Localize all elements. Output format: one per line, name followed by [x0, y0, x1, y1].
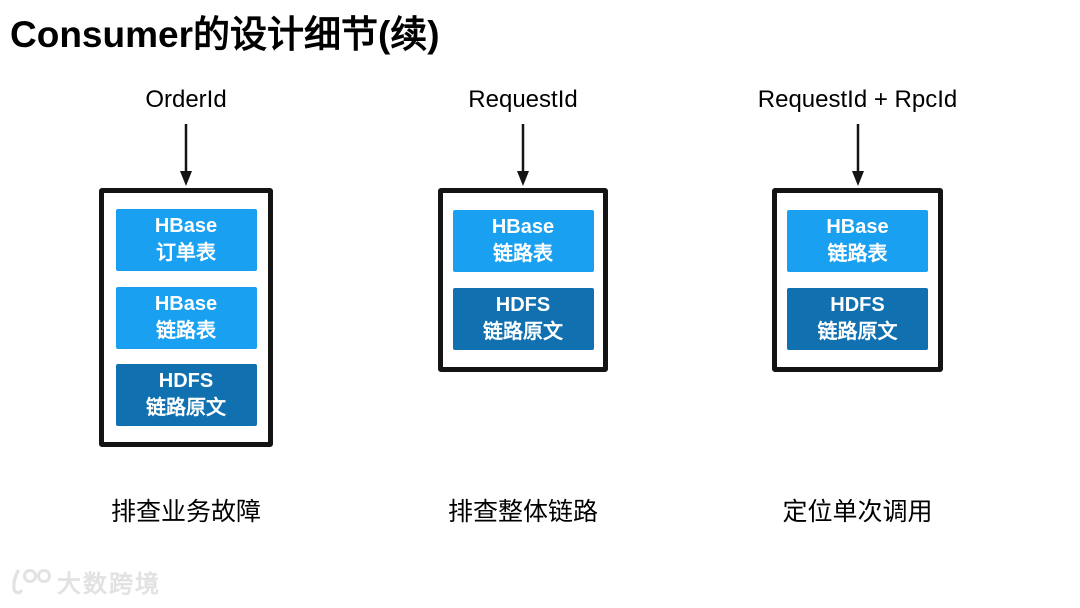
storage-box-line2: 链路表	[156, 319, 216, 342]
column-key-label: RequestId + RpcId	[757, 86, 958, 113]
storage-box-line1: HBase	[154, 214, 218, 237]
column-key-label: RequestId	[468, 86, 578, 113]
storage-box-line1: HBase	[826, 215, 889, 238]
storage-box-hdfs-raw: HDFS 链路原文	[115, 364, 257, 427]
column-caption: 排查整体链路	[447, 498, 598, 526]
storage-box-line2: 链路原文	[146, 397, 226, 420]
storage-box-hdfs-raw: HDFS 链路原文	[787, 288, 928, 351]
storage-box-line1: HBase	[154, 292, 218, 315]
storage-group-box: HBase 链路表 HDFS 链路原文	[438, 188, 608, 372]
page-title: Consumer的设计细节(续)	[10, 14, 440, 55]
watermark: 大数跨境	[8, 564, 161, 599]
storage-box-line1: HDFS	[495, 294, 551, 317]
storage-box-hbase-trace: HBase 链路表	[452, 209, 594, 272]
watermark-text: 大数跨境	[57, 571, 161, 598]
storage-box-hbase-trace: HBase 链路表	[787, 209, 928, 272]
column-key-label: OrderId	[145, 86, 227, 113]
storage-box-line2: 链路原文	[817, 321, 898, 344]
storage-box-hbase-order: HBase 订单表	[115, 208, 257, 271]
storage-box-line2: 链路原文	[483, 321, 563, 344]
watermark-100-logo-icon	[12, 568, 51, 594]
storage-box-line2: 链路表	[493, 242, 553, 265]
storage-box-line2: 链路表	[827, 242, 888, 265]
arrow-down-icon	[180, 124, 192, 186]
storage-box-line2: 订单表	[156, 241, 216, 264]
column-caption: 排查业务故障	[110, 498, 261, 526]
storage-box-hdfs-raw: HDFS 链路原文	[452, 288, 594, 351]
storage-group-box: HBase 链路表 HDFS 链路原文	[772, 188, 943, 372]
storage-box-line1: HDFS	[830, 294, 885, 317]
storage-box-hbase-trace: HBase 链路表	[115, 286, 257, 349]
arrow-down-icon	[851, 124, 864, 186]
storage-group-box: HBase 订单表 HBase 链路表 HDFS 链路原文	[99, 188, 273, 447]
arrow-down-icon	[517, 124, 529, 186]
storage-box-line1: HBase	[491, 215, 555, 238]
column-caption: 定位单次调用	[782, 498, 933, 526]
storage-box-line1: HDFS	[158, 370, 214, 393]
